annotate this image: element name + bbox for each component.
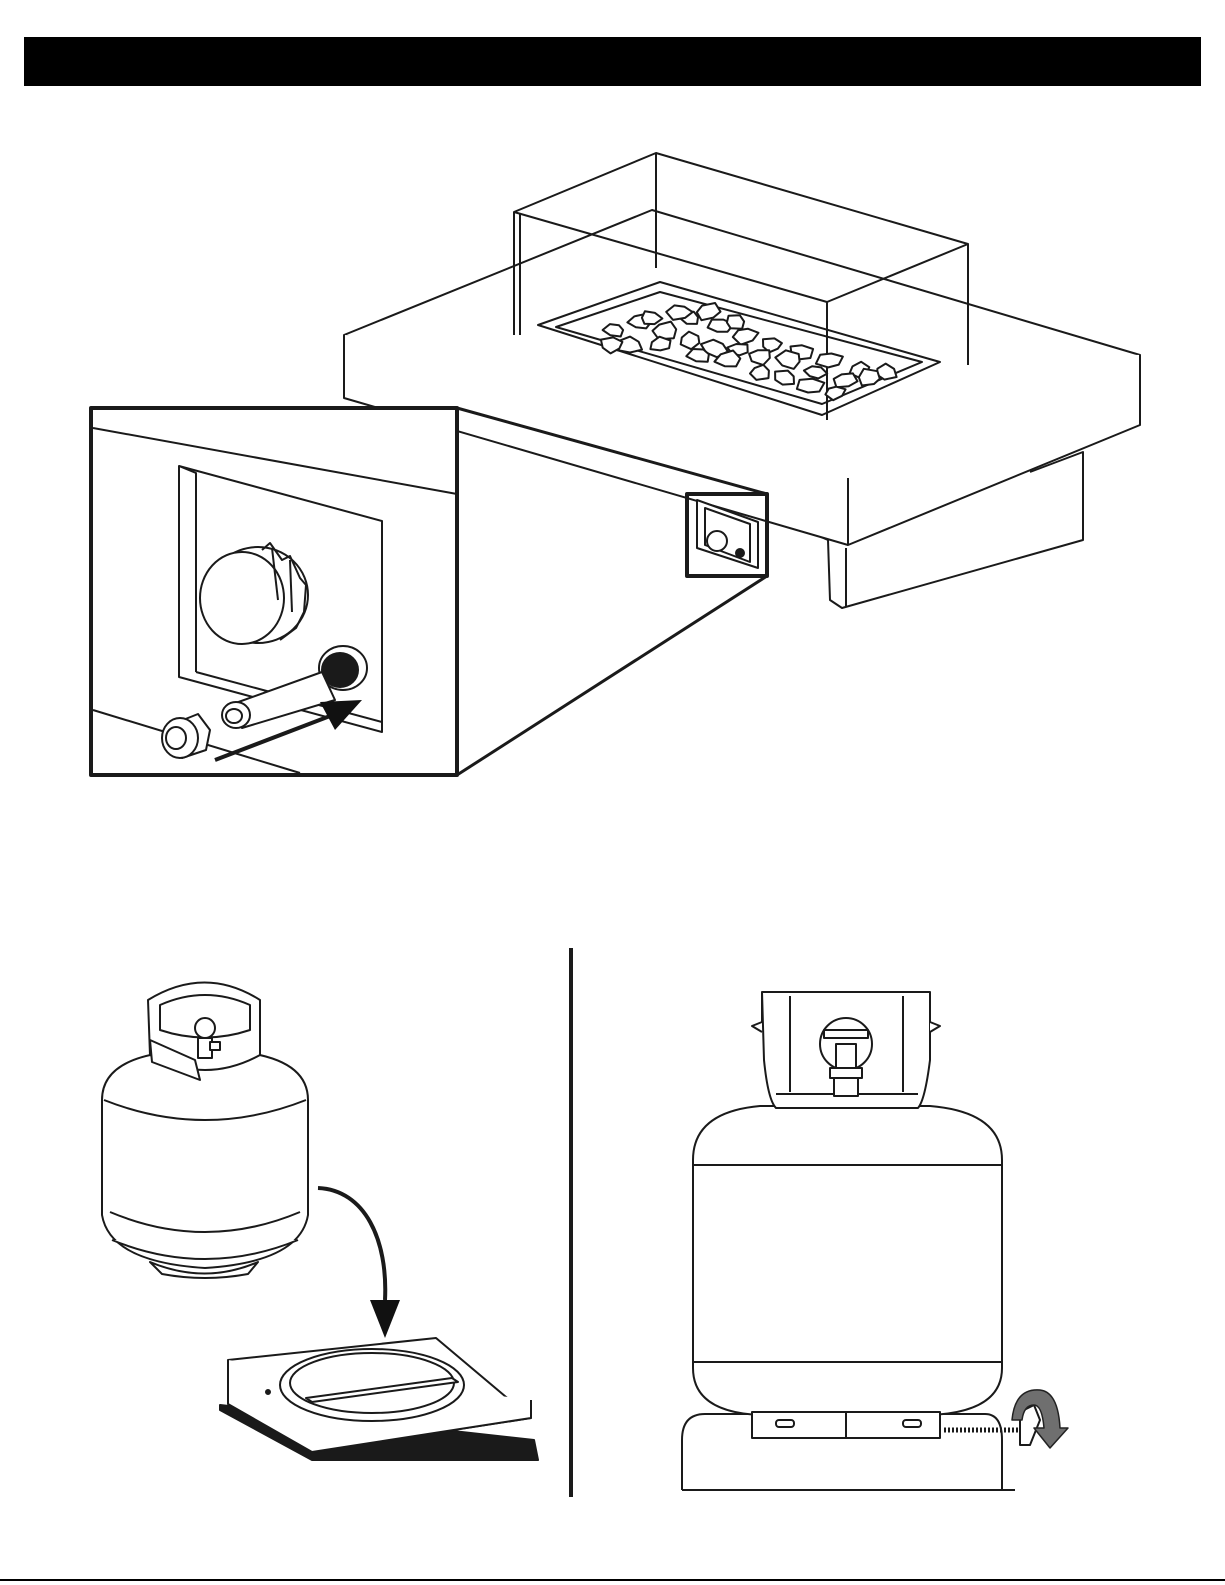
- lava-rock: [816, 354, 843, 368]
- lava-rock: [797, 379, 825, 393]
- lava-rock: [775, 371, 794, 385]
- lava-rock: [727, 315, 744, 329]
- propane-tank-icon: [102, 983, 308, 1279]
- drop-arrow-icon: [318, 1188, 400, 1338]
- tank-base-tray-icon: [220, 1338, 538, 1460]
- propane-tank-front-icon: [693, 992, 1002, 1438]
- bottom-rule: [0, 1579, 1225, 1581]
